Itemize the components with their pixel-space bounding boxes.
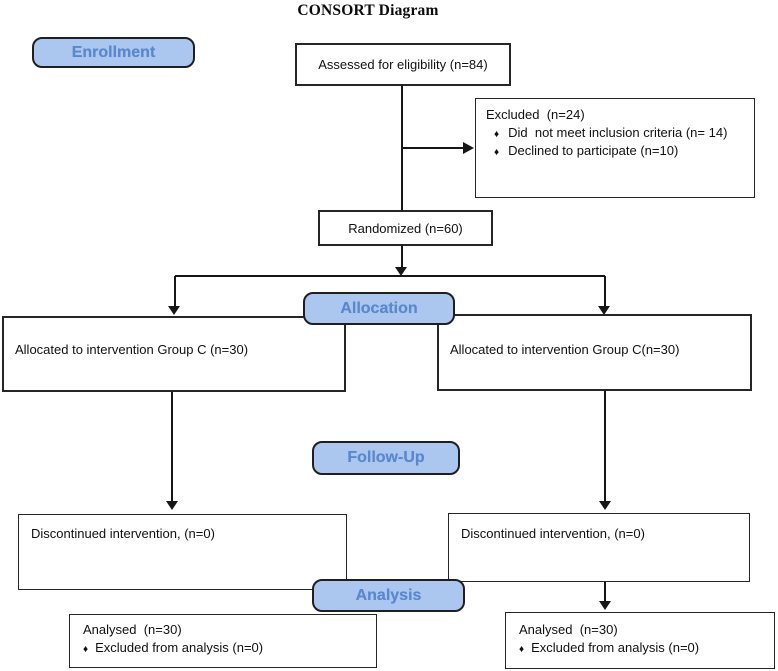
assessed-eligibility-box: Assessed for eligibility (n=84) <box>295 43 511 86</box>
diamond-bullet-icon: ♦ <box>83 644 89 655</box>
excluded-item-text: Declined to participate (n=10) <box>508 143 679 158</box>
discontinued-right-box: Discontinued intervention, (n=0) <box>448 513 750 582</box>
analysed-left-box: Analysed (n=30) ♦ Excluded from analysis… <box>69 614 377 668</box>
line-allocation-branch <box>175 275 605 277</box>
arrowhead-into-analysed-right-icon <box>599 601 611 610</box>
diamond-bullet-icon: ♦ <box>494 147 500 158</box>
diamond-bullet-icon: ♦ <box>519 644 525 655</box>
excluded-box: Excluded (n=24) ♦ Did not meet inclusion… <box>475 98 755 198</box>
analysed-left-heading: Analysed (n=30) <box>83 622 182 637</box>
arrowhead-into-discontinued-right-icon <box>599 501 611 510</box>
analysis-stage-badge: Analysis <box>312 579 465 612</box>
excluded-item-row: ♦ Declined to participate (n=10) <box>494 143 744 158</box>
assessed-eligibility-text: Assessed for eligibility (n=84) <box>318 57 488 72</box>
allocated-right-box: Allocated to intervention Group C(n=30) <box>437 314 752 391</box>
analysed-left-item-text: Excluded from analysis (n=0) <box>95 640 264 655</box>
randomized-text: Randomized (n=60) <box>348 220 463 236</box>
follow-up-stage-label: Follow-Up <box>347 449 425 466</box>
arrowhead-into-discontinued-left-icon <box>166 501 178 510</box>
arrowhead-into-allocated-right-icon <box>598 306 610 315</box>
arrowhead-onto-branch-icon <box>395 267 407 276</box>
line-branch-right-drop <box>604 276 606 307</box>
allocation-stage-badge: Allocation <box>303 292 455 325</box>
excluded-item-row: ♦ Did not meet inclusion criteria (n= 14… <box>494 125 744 140</box>
follow-up-stage-badge: Follow-Up <box>312 441 460 475</box>
discontinued-left-text: Discontinued intervention, (n=0) <box>31 526 215 541</box>
analysis-stage-label: Analysis <box>355 586 422 604</box>
diamond-bullet-icon: ♦ <box>494 129 500 140</box>
analysed-right-box: Analysed (n=30) ♦ Excluded from analysis… <box>505 612 775 669</box>
randomized-box: Randomized (n=60) <box>318 210 493 246</box>
line-allocated-right-to-discontinued <box>604 391 606 502</box>
excluded-item-text: Did not meet inclusion criteria (n= 14) <box>508 125 728 140</box>
excluded-heading: Excluded (n=24) <box>486 107 585 122</box>
allocated-left-box: Allocated to intervention Group C (n=30) <box>2 316 346 392</box>
discontinued-left-box: Discontinued intervention, (n=0) <box>18 514 347 590</box>
analysed-left-item-row: ♦ Excluded from analysis (n=0) <box>83 640 376 655</box>
line-branch-left-drop <box>174 276 176 307</box>
line-discontinued-right-to-analysed <box>604 582 606 603</box>
allocated-right-text: Allocated to intervention Group C(n=30) <box>450 342 680 357</box>
line-branch-to-excluded <box>402 147 464 149</box>
allocated-left-text: Allocated to intervention Group C (n=30) <box>15 342 249 357</box>
arrowhead-into-allocated-left-icon <box>168 306 180 315</box>
allocation-stage-label: Allocation <box>340 299 418 317</box>
line-allocated-left-to-discontinued <box>171 392 173 502</box>
arrowhead-into-excluded-icon <box>463 142 474 154</box>
analysed-right-item-text: Excluded from analysis (n=0) <box>531 640 700 655</box>
enrollment-stage-badge: Enrollment <box>32 37 195 68</box>
analysed-right-item-row: ♦ Excluded from analysis (n=0) <box>519 640 774 655</box>
discontinued-right-text: Discontinued intervention, (n=0) <box>461 526 645 541</box>
line-randomized-to-branch <box>401 246 403 269</box>
enrollment-stage-label: Enrollment <box>71 43 156 61</box>
analysed-right-heading: Analysed (n=30) <box>519 622 618 637</box>
diagram-title: CONSORT Diagram <box>297 2 439 19</box>
